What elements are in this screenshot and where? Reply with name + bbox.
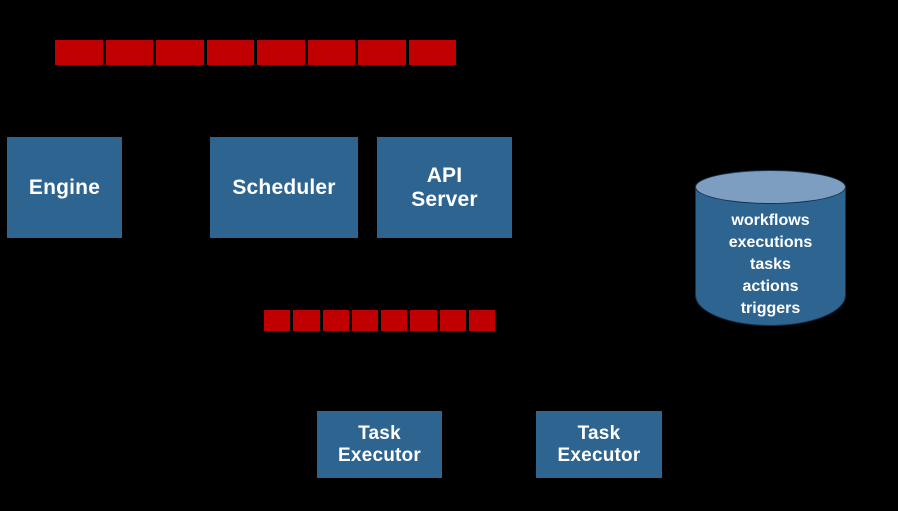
engine-box[interactable]: Engine [7, 137, 122, 238]
cylinder-body-shape [695, 186, 846, 326]
red-bar-segment [257, 40, 305, 65]
scheduler-label: Scheduler [232, 175, 336, 199]
red-bar-segment [358, 40, 406, 65]
api-server-label: API Server [411, 163, 478, 211]
red-bar-segment [322, 310, 349, 331]
database-entity: actions [742, 278, 799, 296]
scheduler-box[interactable]: Scheduler [210, 137, 358, 238]
red-bar-segment [264, 310, 291, 331]
database-entity: triggers [740, 300, 801, 318]
red-bar-segment [381, 310, 408, 331]
red-bar-segment [55, 40, 103, 65]
red-bar-segment [468, 310, 495, 331]
red-bar-segment [156, 40, 204, 65]
database-entity: tasks [750, 256, 791, 274]
database-entity-list: workflows executions tasks actions triggers [695, 210, 846, 320]
red-bar-segment [206, 40, 254, 65]
red-bar-segment [408, 40, 456, 65]
red-bar-segment [351, 310, 378, 331]
red-bar-segment [293, 310, 320, 331]
database-entity: workflows [731, 212, 810, 229]
database-cylinder[interactable]: workflows executions tasks actions triggers [695, 170, 846, 326]
database-entity: executions [728, 234, 813, 252]
task-executor-box-2[interactable]: Task Executor [536, 411, 662, 478]
task-executor-label-2: Task Executor [557, 423, 641, 466]
task-executor-label-1: Task Executor [338, 423, 421, 466]
engine-label: Engine [28, 175, 101, 199]
lower-red-bar [264, 310, 495, 331]
red-bar-segment [410, 310, 437, 331]
top-red-bar [55, 40, 456, 65]
task-executor-box-1[interactable]: Task Executor [317, 411, 442, 478]
cylinder-top-ellipse-icon [695, 170, 846, 204]
red-bar-segment [439, 310, 466, 331]
red-bar-segment [307, 40, 355, 65]
red-bar-segment [105, 40, 153, 65]
api-server-box[interactable]: API Server [377, 137, 512, 238]
